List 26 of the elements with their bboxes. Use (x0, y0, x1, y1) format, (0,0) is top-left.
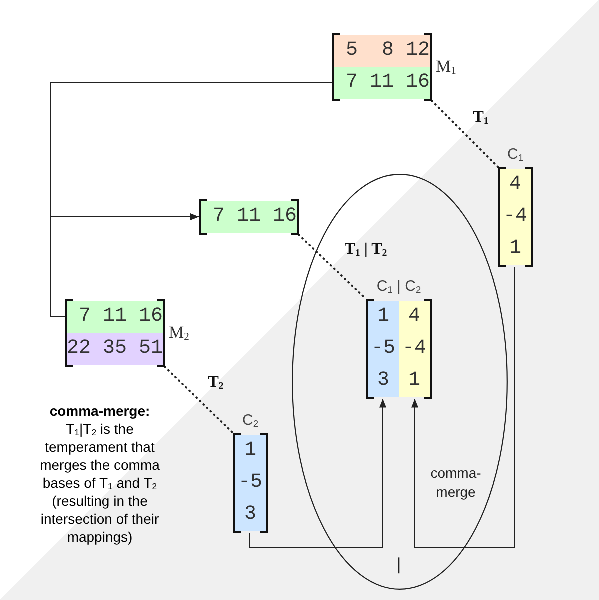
vector-label: C$_{2}$ (242, 412, 258, 430)
edge-label: T$_{1}$ (473, 109, 489, 127)
matrix-label: M$_{2}$ (169, 323, 190, 343)
dotted-line (164, 366, 234, 434)
dotted-line (298, 234, 367, 300)
edge-label: T$_{2}$ (208, 374, 224, 392)
dotted-line (431, 100, 499, 168)
matrix-label: M$_{1}$ (436, 57, 456, 77)
vector-column: 4 -4 1 (500, 169, 531, 265)
note-text: comma-merge: T$_{1}$|T$_{2}$ is the temperament that merges the comma bases of T$_{1}$ and T$_{2}$ (resulting in the intersection of their mappings) (39, 402, 161, 546)
operator-symbol: | (396, 555, 402, 575)
edge-label: T$_{1}$ | T$_{2}$ (344, 241, 388, 259)
matrix-row: 7 11 16 (67, 301, 164, 333)
vector-label: C$_{1}$ (508, 146, 524, 164)
arrow (412, 266, 516, 548)
arrow (250, 398, 386, 548)
matrix-row: 7 11 16 (201, 201, 298, 233)
matrix-row: 22 35 51 (67, 333, 164, 365)
matrix-row: 7 11 16 (334, 67, 430, 99)
matrix-row: 5 8 12 (334, 35, 430, 67)
vector-label: C$_{1}$ | C$_{2}$ (376, 278, 422, 296)
operation-label: comma-merge (430, 464, 482, 502)
arrow (50, 214, 200, 318)
vector-column: 1 -5 3 (235, 435, 266, 531)
vector-column: 4 -4 1 (399, 301, 430, 397)
vector-column: 1 -5 3 (368, 301, 399, 397)
